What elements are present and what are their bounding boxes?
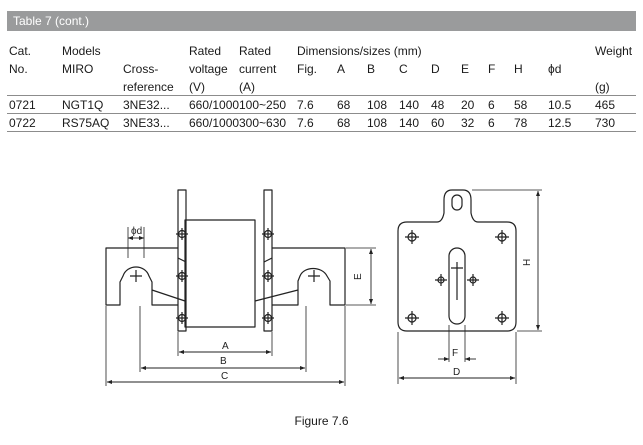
label-C: C (221, 371, 228, 382)
label-H: H (522, 259, 533, 266)
table-cell: 465 (595, 98, 616, 112)
table-cell: 58 (514, 98, 528, 112)
header-H: H (514, 62, 523, 76)
header-weight-unit: (g) (595, 80, 610, 94)
table-header-divider (7, 95, 636, 96)
header-current: current (239, 62, 277, 76)
header-phid: ϕd (548, 62, 562, 76)
table-cell: 6 (488, 98, 495, 112)
table-cell: 6 (488, 116, 495, 130)
table-cell: 140 (399, 116, 420, 130)
table-cell: 68 (337, 116, 351, 130)
header-rated-current: Rated (239, 44, 272, 58)
table-cell: 3NE32... (123, 98, 170, 112)
header-voltage-unit: (V) (189, 80, 205, 94)
table-cell: 78 (514, 116, 528, 130)
table-cell: 60 (431, 116, 445, 130)
label-B: B (220, 356, 227, 367)
label-phid: ϕd (131, 226, 142, 237)
header-cross: Cross- (123, 62, 159, 76)
table-cell: 140 (399, 98, 420, 112)
header-miro: MIRO (62, 62, 94, 76)
table-bottom-divider (7, 131, 636, 132)
header-F: F (488, 62, 496, 76)
header-rated-voltage: Rated (189, 44, 222, 58)
fuse-side-view (105, 189, 346, 332)
table-cell: 68 (337, 98, 351, 112)
header-voltage: voltage (189, 62, 228, 76)
table-cell: 108 (367, 98, 388, 112)
table-row-divider (7, 113, 636, 114)
header-models: Models (62, 44, 101, 58)
label-E: E (353, 273, 364, 280)
table-cell: 7.6 (297, 116, 314, 130)
table-cell: 32 (461, 116, 475, 130)
table-cell: 108 (367, 116, 388, 130)
table-cell: 7.6 (297, 98, 314, 112)
header-no: No. (9, 62, 28, 76)
table-cell: 660/1000 (189, 98, 240, 112)
header-cat: Cat. (9, 44, 32, 58)
table-cell: NGT1Q (62, 98, 104, 112)
fuse-front-view (397, 189, 517, 332)
header-reference: reference (123, 80, 174, 94)
header-current-unit: (A) (239, 80, 255, 94)
figure-caption: Figure 7.6 (294, 414, 349, 428)
header-fig: Fig. (297, 62, 318, 76)
table-cell: 300~630 (239, 116, 287, 130)
header-C: C (399, 62, 408, 76)
table-cell: 660/1000 (189, 116, 240, 130)
header-A: A (337, 62, 346, 76)
table-cell: 100~250 (239, 98, 287, 112)
table-cell: 0722 (9, 116, 36, 130)
table-cell: RS75AQ (62, 116, 110, 130)
table-title-banner: Table 7 (cont.) (7, 11, 636, 31)
table-cell: 20 (461, 98, 475, 112)
header-B: B (367, 62, 376, 76)
header-E: E (461, 62, 470, 76)
table-cell: 3NE33... (123, 116, 170, 130)
label-D: D (453, 367, 460, 378)
table-cell: 48 (431, 98, 445, 112)
label-F: F (452, 348, 458, 359)
table-cell: 730 (595, 116, 616, 130)
label-A: A (222, 341, 229, 352)
table-cell: 12.5 (548, 116, 572, 130)
table-cell: 0721 (9, 98, 36, 112)
table-cell: 10.5 (548, 98, 572, 112)
header-weight: Weight (595, 44, 633, 58)
header-D: D (431, 62, 440, 76)
header-dimensions: Dimensions/sizes (mm) (297, 44, 422, 58)
